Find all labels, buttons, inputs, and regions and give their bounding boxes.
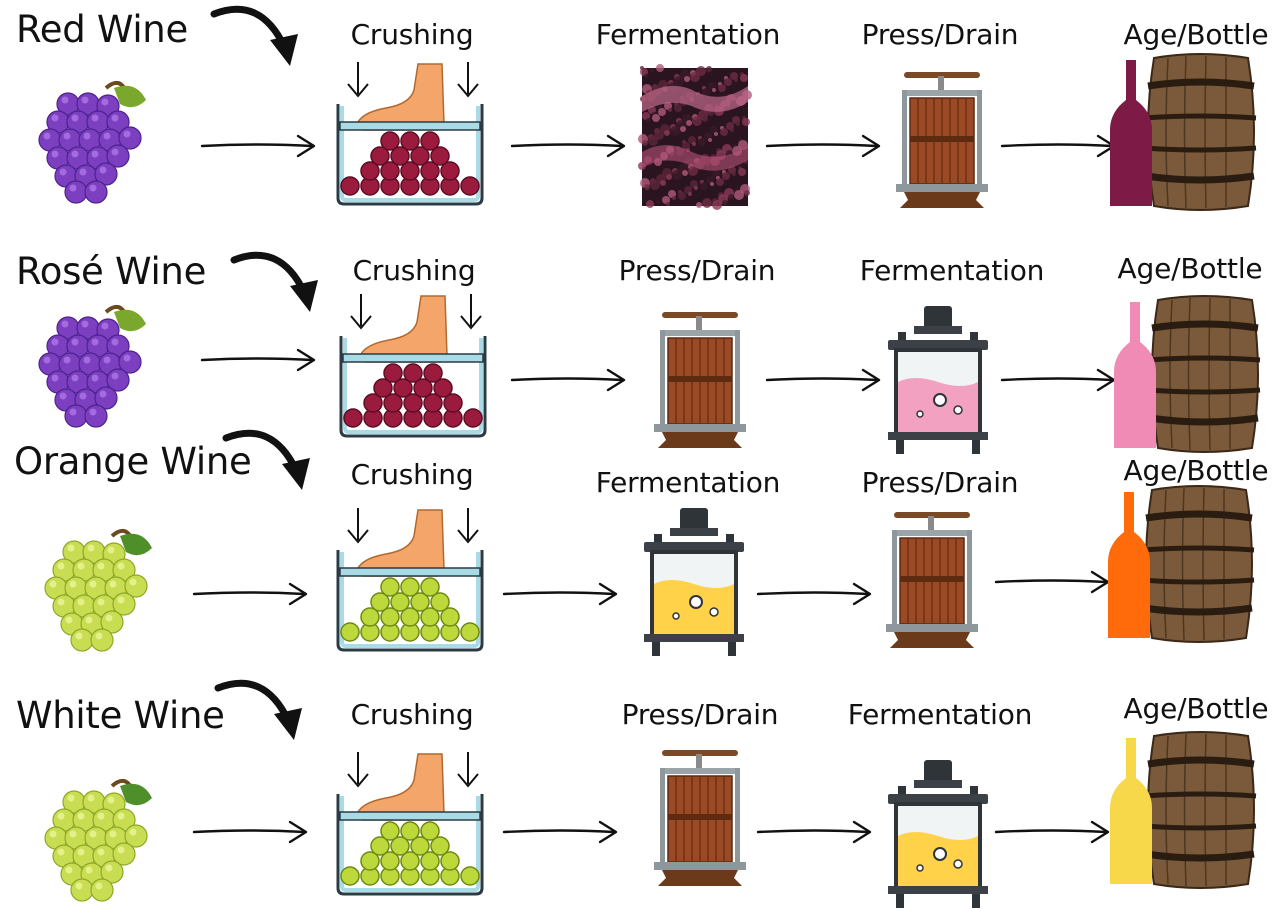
step-label: Crushing (350, 698, 474, 731)
barrel-and-bottle-icon (1110, 730, 1260, 895)
step-label: Crushing (350, 458, 474, 491)
crusher-icon (330, 748, 490, 903)
purple-grapes-icon (30, 80, 160, 205)
step-label: Press/Drain (861, 466, 1019, 499)
wine-title: White Wine (16, 694, 225, 737)
fermenting-must-photo (638, 64, 752, 211)
arrow-right-icon (510, 368, 628, 397)
step-label: Fermentation (595, 18, 781, 51)
row-rose-wine: Rosé Wine Crushing Press/Drain Fermentat… (0, 230, 1280, 454)
crusher-icon (330, 504, 490, 659)
step-label: Fermentation (859, 254, 1045, 287)
wine-title: Red Wine (16, 8, 188, 51)
wine-title: Rosé Wine (16, 250, 207, 293)
wine-press-icon (652, 306, 748, 459)
barrel-and-bottle-icon (1110, 52, 1260, 217)
fermentation-tank-icon (884, 304, 992, 459)
curved-arrow-icon (210, 0, 302, 77)
step-label: Crushing (350, 18, 474, 51)
green-grapes-icon (36, 528, 166, 653)
curved-arrow-icon (222, 424, 314, 501)
step-label: Fermentation (595, 466, 781, 499)
fermentation-tank-icon (884, 758, 992, 913)
fermentation-tank-icon (640, 506, 748, 661)
step-label: Age/Bottle (1123, 454, 1269, 487)
step-label: Press/Drain (621, 698, 779, 731)
arrow-right-icon (192, 820, 310, 849)
arrow-right-icon (510, 134, 628, 163)
arrow-right-icon (1000, 134, 1118, 163)
step-label: Crushing (352, 254, 476, 287)
curved-arrow-icon (230, 246, 322, 323)
step-label: Fermentation (847, 698, 1033, 731)
barrel-and-bottle-icon (1114, 294, 1264, 459)
arrow-right-icon (200, 348, 318, 377)
step-label: Age/Bottle (1123, 18, 1269, 51)
arrow-right-icon (192, 582, 310, 611)
row-red-wine: Red Wine Crushing Fermentation Press/Dra… (0, 0, 1280, 230)
arrow-right-icon (756, 820, 874, 849)
purple-grapes-icon (30, 304, 160, 429)
curved-arrow-icon (214, 674, 306, 751)
crusher-icon (333, 290, 493, 445)
arrow-right-icon (200, 134, 318, 163)
arrow-right-icon (994, 570, 1112, 599)
arrow-right-icon (994, 820, 1112, 849)
wine-press-icon (894, 66, 990, 219)
arrow-right-icon (756, 582, 874, 611)
barrel-and-bottle-icon (1108, 484, 1258, 649)
step-label: Age/Bottle (1123, 692, 1269, 725)
green-grapes-icon (36, 778, 166, 903)
wine-title: Orange Wine (14, 440, 252, 483)
wine-press-icon (884, 506, 980, 659)
step-label: Press/Drain (861, 18, 1019, 51)
arrow-right-icon (502, 820, 620, 849)
wine-press-icon (652, 744, 748, 897)
arrow-right-icon (502, 582, 620, 611)
arrow-right-icon (765, 368, 883, 397)
step-label: Age/Bottle (1117, 252, 1263, 285)
row-orange-wine: Orange Wine Crushing Fermentation Press/… (0, 429, 1280, 670)
step-label: Press/Drain (618, 254, 776, 287)
crusher-icon (330, 58, 490, 213)
arrow-right-icon (765, 134, 883, 163)
row-white-wine: White Wine Crushing Press/Drain Fermenta… (0, 670, 1280, 909)
arrow-right-icon (1000, 368, 1118, 397)
